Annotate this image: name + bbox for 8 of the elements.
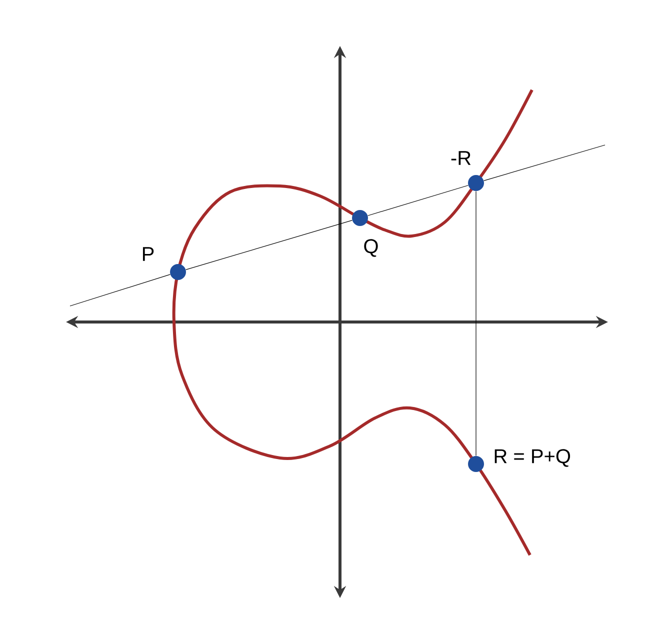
line	[70, 274, 170, 306]
point-label: R = P+Q	[494, 449, 570, 467]
point-label: -R	[451, 151, 471, 165]
line	[186, 220, 352, 270]
point-label: Q	[364, 239, 378, 257]
line	[368, 185, 468, 216]
point-label: P	[142, 247, 154, 261]
line	[484, 144, 606, 181]
